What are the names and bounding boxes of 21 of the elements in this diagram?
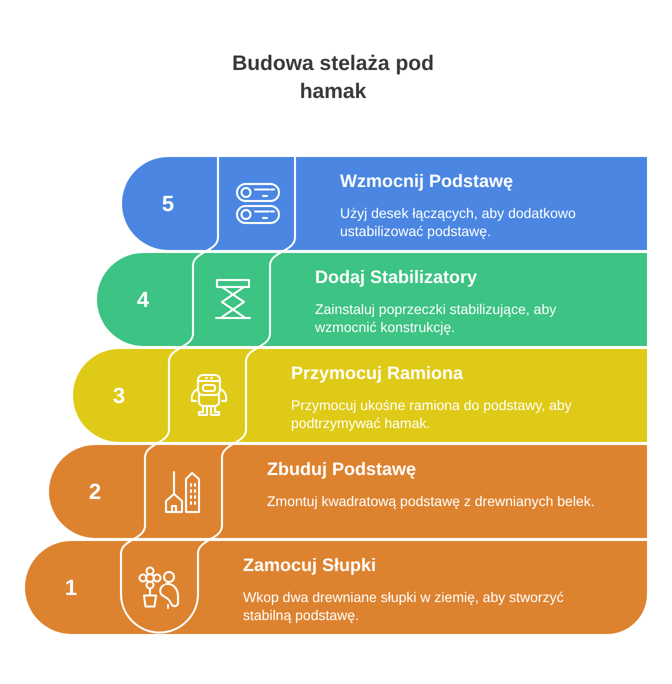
- step-number: 1: [64, 574, 78, 602]
- step-description: Zmontuj kwadratową podstawę z drewnianych belek.: [267, 492, 596, 510]
- step-number: 4: [136, 286, 150, 314]
- step-band: [25, 541, 647, 634]
- step-heading: Zbuduj Podstawę: [267, 458, 416, 480]
- step-number: 5: [160, 190, 176, 218]
- step-description: Wkop dwa drewniane słupki w ziemię, aby stworzyć stabilną podstawę.: [243, 588, 565, 624]
- step-band: [49, 445, 647, 538]
- step-number: 2: [88, 478, 102, 506]
- step-heading: Zamocuj Słupki: [243, 554, 376, 576]
- step-heading: Wzmocnij Podstawę: [340, 170, 514, 192]
- step-heading: Przymocuj Ramiona: [291, 362, 464, 384]
- step-band: [122, 157, 647, 250]
- step-description: Użyj desek łączących, aby dodatkowo ustabilizować podstawę.: [340, 204, 577, 240]
- step-heading: Dodaj Stabilizatory: [315, 266, 478, 288]
- step-band: [73, 349, 647, 442]
- step-number: 3: [112, 382, 126, 410]
- step-description: Przymocuj ukośne ramiona do podstawy, aby podtrzymywać hamak.: [291, 396, 573, 432]
- title: Budowa stelaża pod hamak: [231, 51, 435, 105]
- step-description: Zainstaluj poprzeczki stabilizujące, aby wzmocnić konstrukcję.: [315, 300, 558, 336]
- step-band: [97, 253, 647, 346]
